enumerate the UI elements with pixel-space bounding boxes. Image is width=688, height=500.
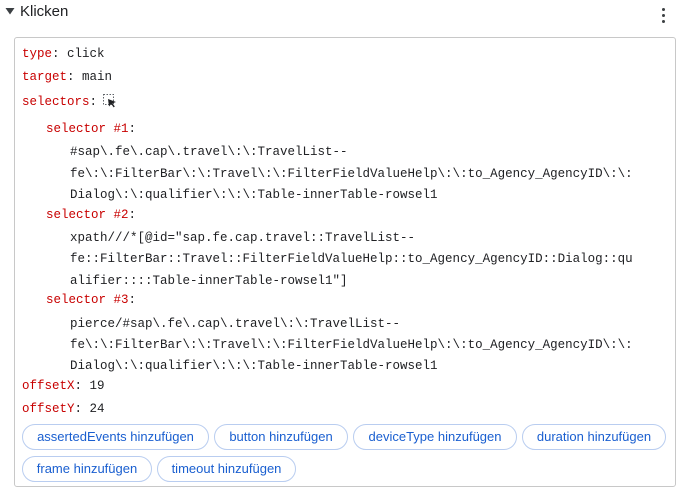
selector-value-line[interactable]: fe\:\:FilterBar\:\:Travel\:\:FilterField… [70, 338, 633, 352]
add-duration-button[interactable]: duration hinzufügen [522, 424, 666, 450]
property-value[interactable]: main [82, 70, 113, 84]
step-editor-panel [14, 37, 676, 487]
property-key: selectors [22, 95, 90, 109]
selector-value-line[interactable]: alifier::::Table-innerTable-rowsel1"] [70, 274, 348, 288]
property-value[interactable]: 24 [89, 402, 105, 416]
property-value[interactable]: 19 [89, 379, 105, 393]
add-frame-button[interactable]: frame hinzufügen [22, 456, 152, 482]
selector-label: selector #3 [46, 293, 129, 307]
property-key: target [22, 70, 68, 84]
property-key: offsetY [22, 402, 75, 416]
selector-value-line[interactable]: #sap\.fe\.cap\.travel\:\:TravelList-- [70, 145, 348, 159]
selector-value-line[interactable]: pierce/#sap\.fe\.cap\.travel\:\:TravelLi… [70, 317, 401, 331]
selector-value-line[interactable]: fe\:\:FilterBar\:\:Travel\:\:FilterField… [70, 167, 633, 181]
property-selectors: selectors: [22, 95, 98, 109]
triangle-down-icon[interactable] [4, 5, 16, 17]
property-value[interactable]: click [67, 47, 105, 61]
property-key: type [22, 47, 53, 61]
add-device-type-button[interactable]: deviceType hinzufügen [353, 424, 517, 450]
add-timeout-button[interactable]: timeout hinzufügen [157, 456, 296, 482]
selector-item-3: selector #3: [46, 293, 137, 307]
property-target: target: main [22, 70, 113, 84]
property-offset-y: offsetY: 24 [22, 402, 105, 416]
selector-item-1: selector #1: [46, 122, 137, 136]
select-element-icon[interactable] [103, 94, 117, 108]
section-title[interactable]: Klicken [20, 3, 69, 20]
selector-item-2: selector #2: [46, 208, 137, 222]
selector-value-line[interactable]: xpath///*[@id="sap.fe.cap.travel::Travel… [70, 231, 416, 245]
selector-value-line[interactable]: Dialog\:\:qualifier\:\:\:Table-innerTabl… [70, 188, 438, 202]
selector-label: selector #1 [46, 122, 129, 136]
property-offset-x: offsetX: 19 [22, 379, 105, 393]
selector-value-line[interactable]: fe::FilterBar::Travel::FilterFieldValueH… [70, 252, 633, 266]
add-button-button[interactable]: button hinzufügen [214, 424, 348, 450]
more-vert-icon[interactable] [655, 4, 671, 26]
section-header: Klicken [0, 0, 688, 28]
property-key: offsetX [22, 379, 75, 393]
selector-value-line[interactable]: Dialog\:\:qualifier\:\:\:Table-innerTabl… [70, 359, 438, 373]
property-type: type: click [22, 47, 105, 61]
selector-label: selector #2 [46, 208, 129, 222]
add-asserted-events-button[interactable]: assertedEvents hinzufügen [22, 424, 209, 450]
